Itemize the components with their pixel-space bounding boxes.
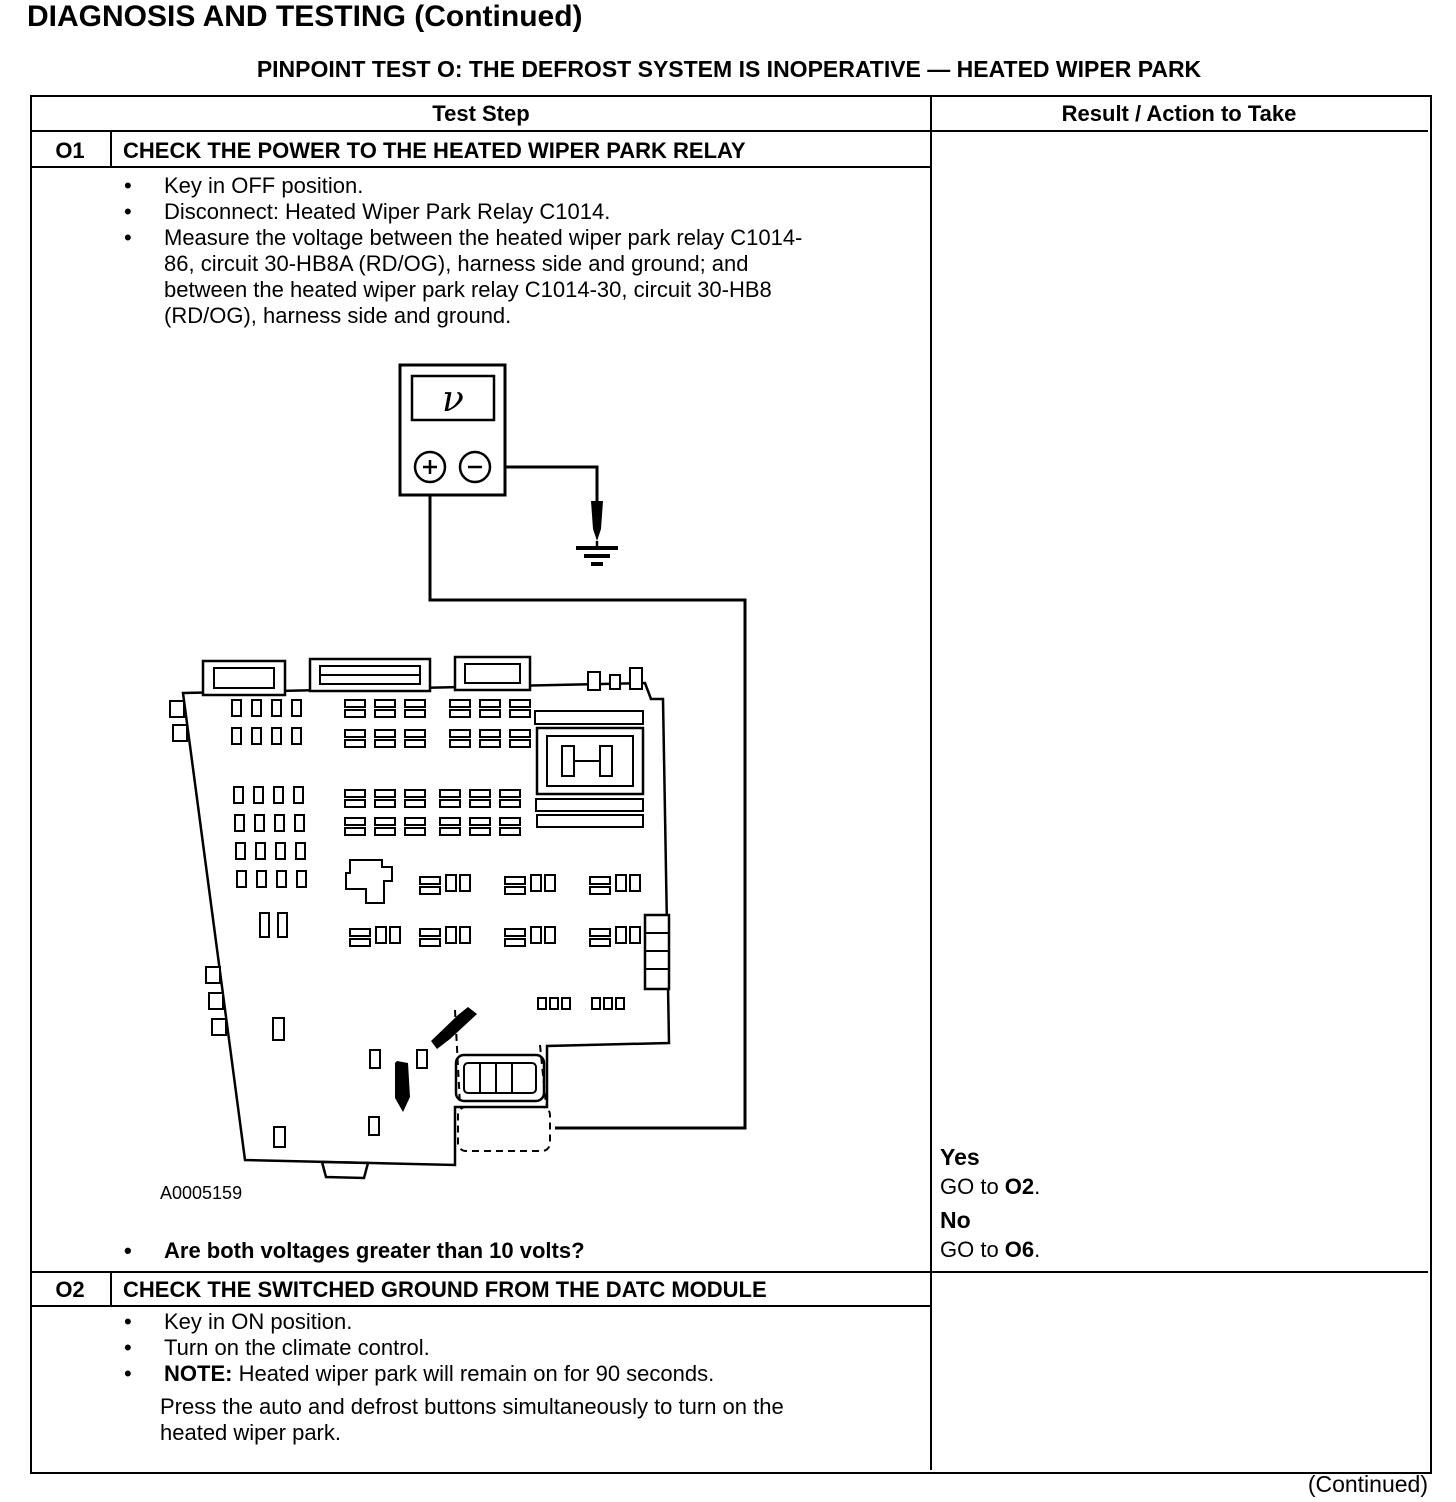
top-connectors (201, 655, 643, 697)
diagnostic-table-border (30, 95, 1432, 1474)
bullet-text: Measure the voltage between the heated w… (164, 225, 803, 328)
meter-lead-wires (428, 465, 747, 1130)
bullet-item: • Key in ON position. (120, 1309, 912, 1335)
page-title: DIAGNOSIS AND TESTING (Continued) (27, 0, 583, 33)
voltmeter-display-label: ν (442, 379, 464, 420)
result-yes-label: Yes (940, 1144, 980, 1170)
action-target: O6 (1004, 1237, 1035, 1262)
bullet-icon: • (124, 1309, 132, 1334)
result-no-action: GO to O6. (940, 1237, 1040, 1263)
step-o2-id: O2 (55, 1277, 85, 1302)
action-prefix: GO to (940, 1174, 1005, 1199)
step-o2-instructions: • Key in ON position. • Turn on the clim… (120, 1309, 912, 1446)
result-yes-action: GO to O2. (940, 1174, 1040, 1200)
step-o1-title: CHECK THE POWER TO THE HEATED WIPER PARK… (123, 138, 746, 163)
action-suffix: . (1034, 1237, 1041, 1262)
relay-block (534, 710, 645, 828)
edge-connector (643, 913, 671, 991)
bullet-item: • Disconnect: Heated Wiper Park Relay C1… (120, 199, 820, 225)
bullet-item: • Key in OFF position. (120, 173, 820, 199)
bullet-text: Key in OFF position. (164, 173, 364, 198)
bullet-text: Turn on the climate control. (164, 1335, 430, 1360)
step-o2-title: CHECK THE SWITCHED GROUND FROM THE DATC … (123, 1277, 767, 1302)
note-continuation: Press the auto and defrost buttons simul… (160, 1394, 784, 1445)
figure-label: A0005159 (160, 1183, 243, 1203)
voltmeter-icon: ν (398, 363, 507, 497)
bullet-icon: • (124, 1361, 132, 1386)
o2-row-divider (30, 1271, 1428, 1273)
step-o1-id: O1 (55, 138, 85, 163)
action-prefix: GO to (940, 1237, 1005, 1262)
pinpoint-test-title: PINPOINT TEST O: THE DEFROST SYSTEM IS I… (256, 56, 1202, 82)
bullet-icon: • (124, 1238, 132, 1263)
component-outline (345, 859, 393, 904)
fuse-box-illustration (169, 655, 671, 1180)
question-text: Are both voltages greater than 10 volts? (164, 1238, 585, 1263)
bullet-text: NOTE: Heated wiper park will remain on f… (164, 1361, 912, 1387)
positive-terminal-icon (413, 450, 447, 484)
action-suffix: . (1034, 1174, 1041, 1199)
result-no-label: No (940, 1207, 971, 1233)
bullet-icon: • (124, 225, 132, 250)
fuses (231, 699, 641, 1148)
note-text: Heated wiper park will remain on for 90 … (232, 1361, 715, 1386)
circuit-diagram: ν (169, 363, 747, 1180)
bullet-icon: • (124, 199, 132, 224)
side-tabs (169, 700, 370, 1180)
bullet-item: • Measure the voltage between the heated… (120, 225, 820, 329)
o1-title-underline (30, 166, 932, 168)
column-header-test-step: Test Step (432, 101, 530, 126)
bullet-item: • Are both voltages greater than 10 volt… (120, 1238, 820, 1264)
bullet-item: • NOTE: Heated wiper park will remain on… (120, 1361, 912, 1387)
o1-id-divider (110, 130, 112, 168)
column-divider (930, 95, 932, 1470)
step-o1-instructions: • Key in OFF position. • Disconnect: Hea… (120, 173, 820, 329)
step-o1-question: • Are both voltages greater than 10 volt… (120, 1238, 820, 1264)
bullet-icon: • (124, 1335, 132, 1360)
o2-id-divider (110, 1271, 112, 1307)
relay-socket-connector (454, 1053, 546, 1103)
continued-label: (Continued) (1307, 1471, 1428, 1497)
action-target: O2 (1004, 1174, 1035, 1199)
o2-title-underline (30, 1305, 932, 1307)
note-label: NOTE: (164, 1361, 233, 1386)
bullet-text: Disconnect: Heated Wiper Park Relay C101… (164, 199, 611, 224)
ground-icon (576, 501, 618, 566)
bullet-icon: • (124, 173, 132, 198)
column-header-result: Result / Action to Take (1061, 101, 1297, 126)
bullet-item: • Turn on the climate control. (120, 1335, 912, 1361)
negative-terminal-icon (458, 450, 492, 484)
probe-tip-icons (395, 1007, 477, 1112)
header-row-divider (30, 130, 1428, 132)
bullet-text: Key in ON position. (164, 1309, 353, 1334)
